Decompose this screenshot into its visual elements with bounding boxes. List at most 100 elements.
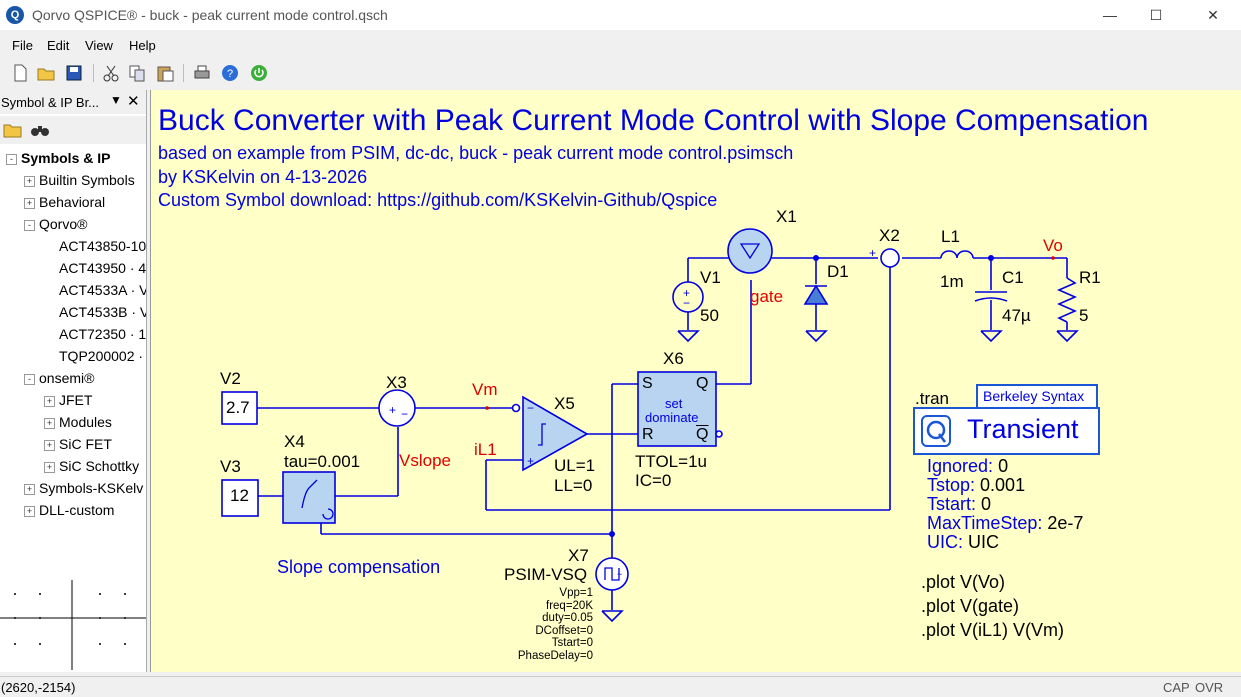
close-button[interactable]: ✕ <box>1207 7 1219 23</box>
tree-expander[interactable]: - <box>24 374 35 385</box>
svg-text:−: − <box>527 401 534 415</box>
label-x5-ul: UL=1 <box>554 456 596 475</box>
tree-item[interactable]: ACT72350 · 1 <box>59 326 146 342</box>
open-folder-icon[interactable] <box>37 64 55 82</box>
flipflop-text-set: set <box>665 396 683 411</box>
tree-expander[interactable]: + <box>44 440 55 451</box>
vsq-parameter: PhaseDelay=0 <box>517 650 593 662</box>
label-l1-value: 1m <box>940 272 964 291</box>
menu-view[interactable]: View <box>85 38 113 53</box>
transient-analysis-box[interactable]: Transient <box>913 407 1100 455</box>
flipflop-pin-q: Q <box>696 375 709 392</box>
tree-item[interactable]: SiC FET <box>59 436 112 452</box>
open-folder-icon[interactable] <box>3 122 23 138</box>
tree-item[interactable]: TQP200002 · <box>59 348 144 364</box>
label-x6-ttol: TTOL=1u <box>635 452 707 471</box>
tree-item[interactable]: ACT43850-10 <box>59 238 146 254</box>
flipflop-pin-qbar: Q <box>696 426 709 443</box>
overwrite-indicator: OVR <box>1195 680 1224 695</box>
tree-item[interactable]: ACT4533B · V <box>59 304 146 320</box>
plot-directive: .plot V(iL1) V(Vm) <box>921 620 1065 640</box>
qspice-q-icon <box>921 415 951 447</box>
vsq-parameter: Tstart=0 <box>551 637 593 650</box>
label-x1: X1 <box>776 207 797 226</box>
tran-parameter-value: 0 <box>998 456 1009 476</box>
tree-item[interactable]: ACT43950 · 4 <box>59 260 146 276</box>
binoculars-icon[interactable] <box>30 122 50 138</box>
label-v3: V3 <box>220 457 241 476</box>
berkeley-syntax-label: Berkeley Syntax <box>983 388 1085 404</box>
chevron-down-icon[interactable]: ▼ <box>110 93 122 107</box>
label-v2-value: 2.7 <box>226 398 250 417</box>
label-x5-ll: LL=0 <box>554 476 593 495</box>
tran-parameter-value: 0 <box>981 494 992 514</box>
tree-item[interactable]: Modules <box>59 414 112 430</box>
net-label-vslope: Vslope <box>399 451 451 470</box>
tran-parameter-value: 0.001 <box>980 475 1026 495</box>
schematic-subtitle-source: based on example from PSIM, dc-dc, buck … <box>158 143 794 163</box>
label-x5: X5 <box>554 394 575 413</box>
close-icon[interactable]: ✕ <box>127 93 140 110</box>
schematic-drawing: +− +− −+ + ~ <box>221 228 1079 623</box>
tree-item[interactable]: Qorvo® <box>39 216 88 232</box>
net-label-il1: iL1 <box>474 440 497 459</box>
schematic-subtitle-author: by KSKelvin on 4-13-2026 <box>158 167 368 187</box>
tree-item[interactable]: Symbols & IP <box>21 150 111 166</box>
tree-expander[interactable]: + <box>44 396 55 407</box>
label-x4: X4 <box>284 432 305 451</box>
net-label-vm: Vm <box>472 380 498 399</box>
tree-expander[interactable]: + <box>24 506 35 517</box>
new-file-icon[interactable] <box>11 64 29 82</box>
symbol-tree: -Symbols & IP+Builtin Symbols+Behavioral… <box>0 146 146 576</box>
label-x3: X3 <box>386 373 407 392</box>
help-icon[interactable]: ? <box>221 64 239 82</box>
save-icon[interactable] <box>65 64 83 82</box>
flipflop-text-dominate: dominate <box>645 410 699 425</box>
tree-expander[interactable]: + <box>44 462 55 473</box>
label-l1: L1 <box>941 227 960 246</box>
label-v2: V2 <box>220 369 241 388</box>
tree-item[interactable]: ACT4533A · V <box>59 282 146 298</box>
label-c1: C1 <box>1002 268 1024 287</box>
minimize-button[interactable]: — <box>1103 7 1117 23</box>
maximize-button[interactable]: ☐ <box>1149 7 1163 23</box>
tree-item[interactable]: Behavioral <box>39 194 106 210</box>
label-x4-tau: tau=0.001 <box>284 452 361 471</box>
tree-item[interactable]: Symbols-KSKelv <box>39 480 144 496</box>
tran-parameter: Ignored:0 <box>927 456 1008 477</box>
toolbar-separator <box>183 64 184 82</box>
print-icon[interactable] <box>193 64 211 82</box>
copy-icon[interactable] <box>128 64 146 82</box>
svg-text:−: − <box>401 407 408 421</box>
power-icon[interactable] <box>250 64 268 82</box>
label-x7: X7 <box>568 546 589 565</box>
sidebar-title: Symbol & IP Br... <box>1 95 100 110</box>
tree-expander[interactable]: + <box>24 484 35 495</box>
tree-expander[interactable]: - <box>24 220 35 231</box>
menu-bar: File Edit View Help <box>0 36 1241 56</box>
tree-item[interactable]: DLL-custom <box>39 502 115 518</box>
svg-text:+: + <box>869 246 876 260</box>
tree-item[interactable]: Builtin Symbols <box>39 172 135 188</box>
tree-item[interactable]: onsemi® <box>39 370 95 386</box>
tran-parameter-name: Ignored: <box>927 456 994 476</box>
tree-expander[interactable]: + <box>44 418 55 429</box>
toolbar-separator <box>93 64 94 82</box>
menu-help[interactable]: Help <box>129 38 156 53</box>
net-label-vo: Vo <box>1043 236 1063 255</box>
schematic-canvas[interactable]: Buck Converter with Peak Current Mode Co… <box>150 90 1241 672</box>
window-title: Qorvo QSPICE® - buck - peak current mode… <box>32 7 388 23</box>
mini-preview <box>0 562 146 672</box>
qspice-app-icon: Q <box>6 6 24 24</box>
menu-edit[interactable]: Edit <box>47 38 70 53</box>
vsq-parameter: duty=0.05 <box>542 612 593 625</box>
tree-expander[interactable]: + <box>24 198 35 209</box>
paste-icon[interactable] <box>156 64 174 82</box>
vsq-parameter: freq=20K <box>546 599 593 612</box>
tree-item[interactable]: JFET <box>59 392 93 408</box>
menu-file[interactable]: File <box>12 38 33 53</box>
cut-icon[interactable] <box>102 64 120 82</box>
tree-expander[interactable]: - <box>6 154 17 165</box>
tree-expander[interactable]: + <box>24 176 35 187</box>
tree-item[interactable]: SiC Schottky <box>59 458 140 474</box>
